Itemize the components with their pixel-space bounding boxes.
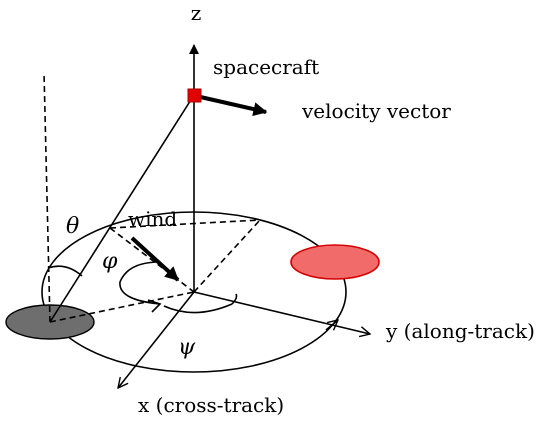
theta-arc: [47, 265, 83, 277]
red-footprint: [290, 244, 380, 280]
diameter-dashed-lower: [109, 227, 195, 293]
y-axis-line: [193, 291, 370, 334]
local-vertical-dashed: [43, 71, 51, 323]
phi-symbol: φ: [102, 249, 118, 274]
footprint-to-center-dashed: [49, 291, 195, 323]
phi-arc: [119, 261, 161, 305]
psi-symbol: ψ: [178, 335, 196, 360]
x-axis-label: x (cross-track): [138, 393, 284, 417]
wind-arrow: [130, 236, 180, 282]
diameter-dashed: [109, 219, 261, 229]
theta-symbol: θ: [66, 214, 79, 239]
diameter-dashed-upper: [193, 219, 261, 293]
y-axis-label: y (along-track): [385, 319, 535, 343]
psi-arc: [163, 303, 233, 314]
spacecraft-label: spacecraft: [213, 55, 319, 79]
x-axis-line: [118, 291, 195, 388]
wind-label: wind: [128, 207, 177, 231]
velocity-vector-arrow: [195, 94, 268, 117]
psi-arc-arrow: [231, 293, 238, 305]
scan-direction-arrow: [325, 320, 338, 331]
z-axis-label: z: [191, 1, 202, 25]
beam-line: [49, 94, 195, 323]
spacecraft-marker: [187, 88, 202, 103]
velocity-vector-label: velocity vector: [301, 99, 451, 123]
psi-arrowhead: [147, 299, 162, 313]
